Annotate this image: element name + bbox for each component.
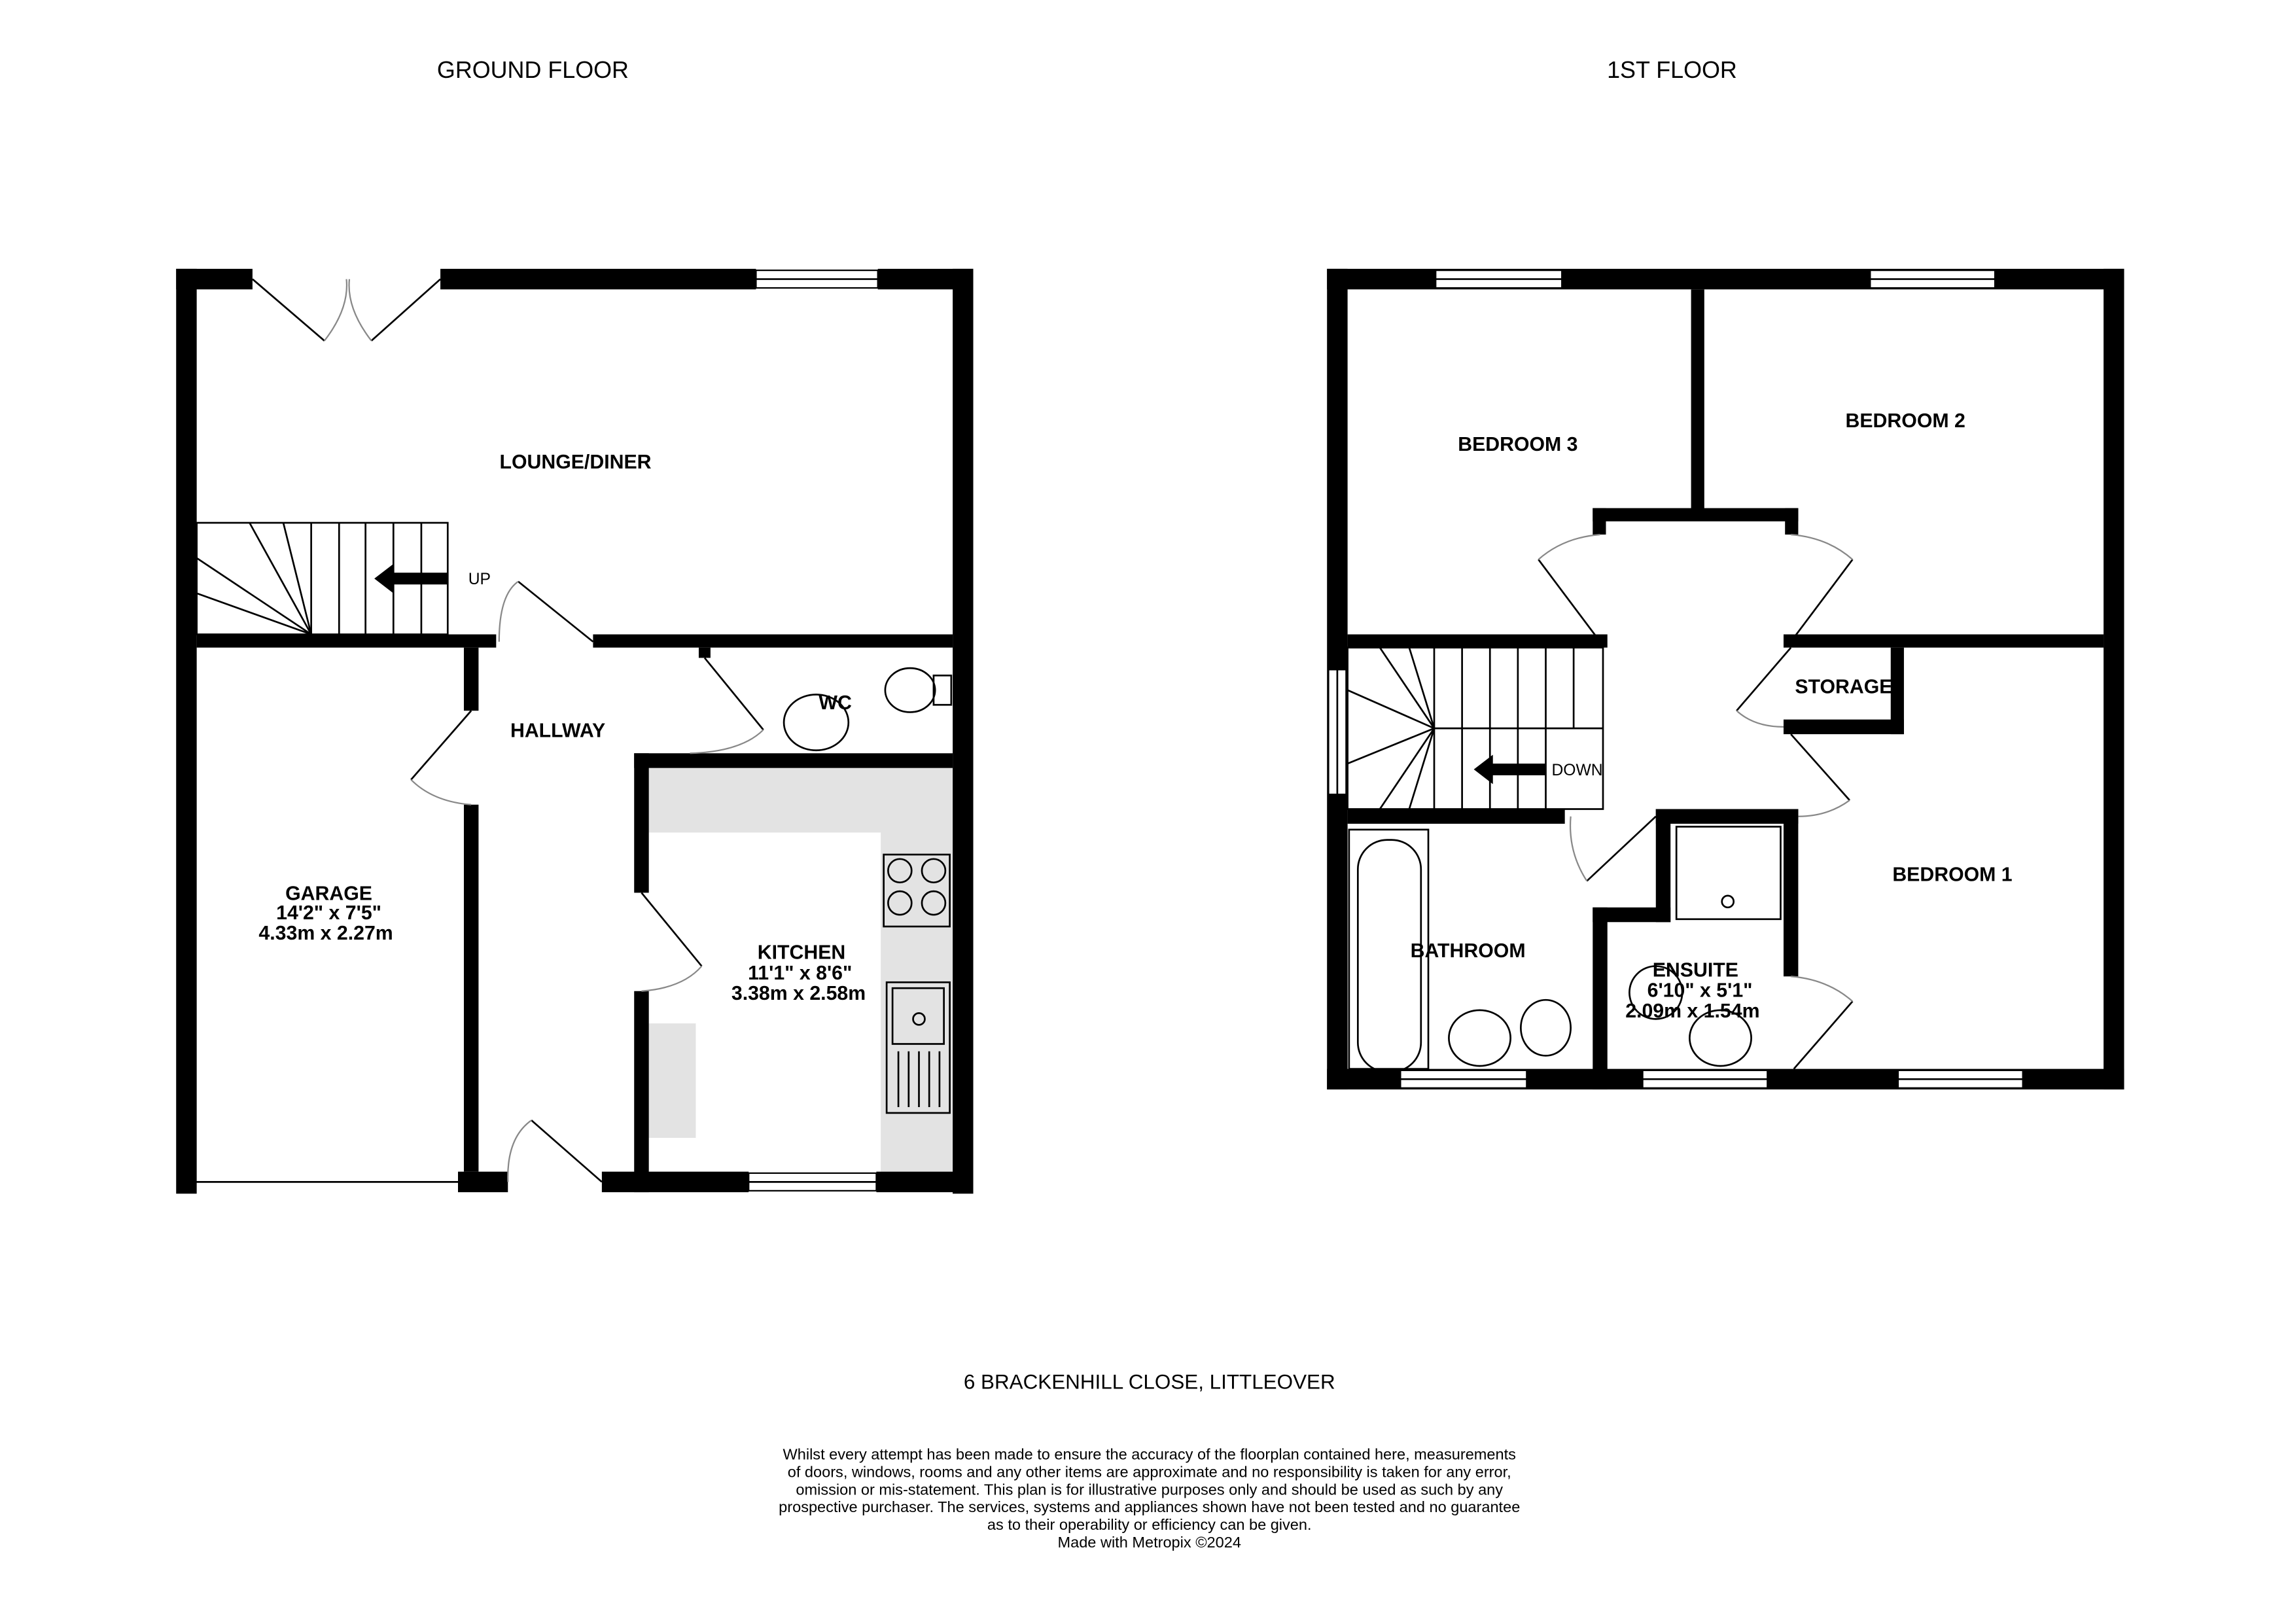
first-doors [1538, 533, 1854, 1070]
room-label-kitchen: KITCHEN [758, 942, 846, 963]
room-label-ensuite: ENSUITE [1653, 959, 1738, 981]
first-floor-plan: DOWN BEDROOM 3 BEDROOM 2 STORAGE BEDROOM… [1327, 268, 2124, 1090]
disclaimer-line: as to their operability or efficiency ca… [987, 1516, 1312, 1533]
first-windows [1328, 269, 2024, 1089]
garage-imperial: 14'2" x 7'5" [276, 902, 381, 924]
garage-metric: 4.33m x 2.27m [258, 923, 393, 944]
fixtures-ground [783, 667, 953, 1114]
ensuite-metric: 2.09m x 1.54m [1625, 1000, 1759, 1022]
ground-floor-title: GROUND FLOOR [437, 57, 629, 83]
room-label-hallway: HALLWAY [510, 720, 605, 742]
ground-windows [190, 269, 879, 1192]
ground-doors [252, 278, 764, 1183]
kitchen-imperial: 11'1" x 8'6" [748, 962, 852, 984]
ground-walls [176, 268, 974, 1194]
room-label-garage: GARAGE [285, 883, 372, 905]
ensuite-toilet-icon [1629, 965, 1683, 1020]
toilet-icon [884, 667, 936, 713]
basin-icon [1448, 1009, 1511, 1067]
fixtures-first [1348, 826, 1782, 1073]
room-label-wc: WC [819, 692, 852, 714]
toilet-icon [1520, 998, 1572, 1057]
disclaimer-line: omission or mis-statement. This plan is … [796, 1481, 1503, 1498]
room-label-bedroom-1: BEDROOM 1 [1892, 864, 2012, 885]
hob-icon [883, 853, 951, 928]
disclaimer-line: of doors, windows, rooms and any other i… [788, 1463, 1511, 1480]
metropix-credit: Made with Metropix ©2024 [1058, 1534, 1241, 1551]
room-label-storage: STORAGE [1795, 676, 1892, 697]
stairs-down-label: DOWN [1551, 762, 1602, 779]
address: 6 BRACKENHILL CLOSE, LITTLEOVER [964, 1371, 1335, 1394]
room-label-bedroom-2: BEDROOM 2 [1846, 410, 1965, 432]
first-floor-title: 1ST FLOOR [1607, 57, 1737, 83]
kitchen-counters [648, 768, 953, 1172]
ground-stairs: UP [196, 521, 491, 635]
first-stairs: DOWN [1347, 646, 1604, 810]
ensuite-basin-icon [1689, 1009, 1752, 1067]
sink-icon [885, 981, 951, 1114]
disclaimer-line: prospective purchaser. The services, sys… [779, 1498, 1520, 1515]
room-label-lounge: LOUNGE/DINER [499, 451, 651, 473]
stairs-arrow-icon [1473, 754, 1546, 785]
kitchen-metric: 3.38m x 2.58m [731, 983, 866, 1004]
wc-basin-icon [783, 694, 850, 752]
disclaimer: Whilst every attempt has been made to en… [779, 1445, 1520, 1551]
disclaimer-line: Whilst every attempt has been made to en… [783, 1445, 1516, 1462]
stairs-arrow-icon [374, 563, 448, 593]
shower-icon [1675, 826, 1782, 921]
stairs-up-label: UP [468, 571, 491, 588]
bath-icon [1348, 828, 1430, 1073]
room-label-bathroom: BATHROOM [1411, 940, 1526, 962]
room-label-bedroom-3: BEDROOM 3 [1458, 434, 1577, 455]
ensuite-imperial: 6'10" x 5'1" [1647, 980, 1753, 1002]
ground-floor-plan: UP LOUNGE/DINER HALLWAY WC GARAGE 1 [176, 268, 974, 1194]
